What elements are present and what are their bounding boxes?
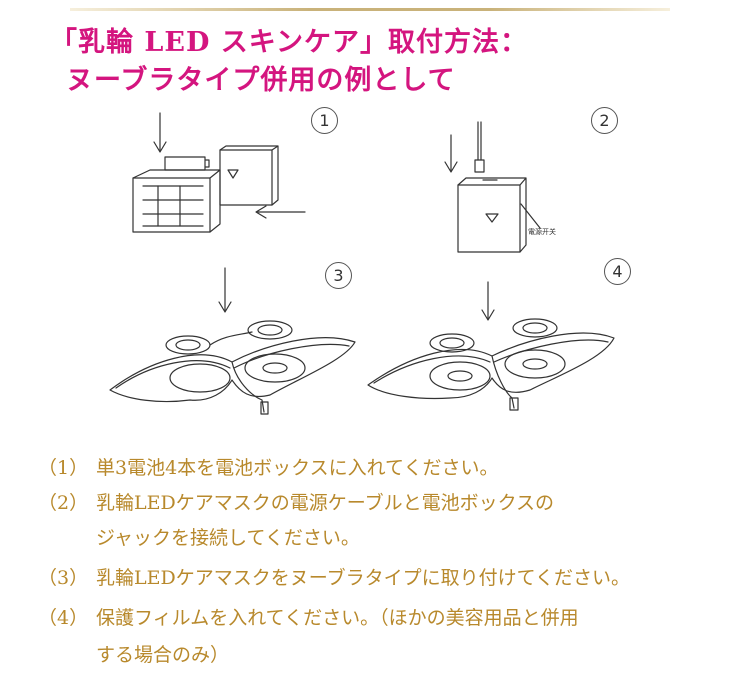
page-title-line1: 「乳輪 LED スキンケア」取付方法： [50, 27, 528, 58]
figure-4-protective-film [367, 281, 615, 411]
figure-2-battery-box-closed [444, 121, 541, 253]
figure-number-1: 1 [311, 107, 338, 134]
top-divider [70, 8, 670, 11]
step-3: （3）乳輪LEDケアマスクをヌーブラタイプに取り付けてください。 [38, 567, 631, 589]
step-1: （1）単3電池4本を電池ボックスに入れてください。 [38, 457, 499, 479]
power-switch-label: 電源开关 [528, 227, 556, 236]
step-2-continued: ジャックを接続してください。 [96, 527, 360, 549]
figure-number-4: 4 [604, 258, 631, 285]
figure-1-battery-box-open [132, 112, 306, 233]
step-4: （4）保護フィルムを入れてください。（ほかの美容用品と併用 [38, 607, 579, 629]
figure-number-2: 2 [591, 107, 618, 134]
figure-3-mask-attach [109, 267, 356, 415]
figure-number-3: 3 [325, 262, 352, 289]
page-title-line2: ヌーブラタイプ併用の例として [66, 65, 456, 96]
step-2: （2）乳輪LEDケアマスクの電源ケーブルと電池ボックスの [38, 492, 555, 514]
step-4-continued: する場合のみ） [96, 644, 230, 666]
